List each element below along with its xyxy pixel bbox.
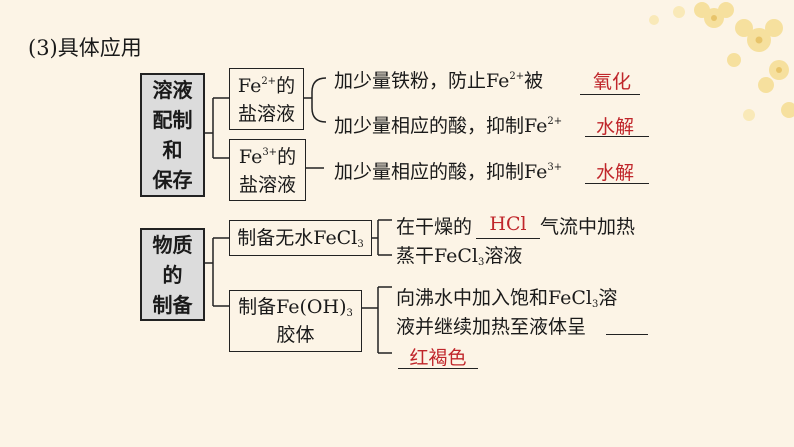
row4-line2: 蒸干FeCl3溶液 [396, 245, 523, 268]
row1-blank-line [580, 94, 640, 95]
category-line: 溶液 [152, 78, 193, 102]
fe3-salt-solution-box: Fe3+的 盐溶液 [229, 139, 306, 201]
row5-answer: 红褐色 [409, 347, 467, 369]
category-line: 保存 [152, 168, 193, 192]
row4-answer: HCl [489, 213, 527, 235]
row4-text-b: 气流中加热 [540, 216, 636, 238]
row5-line1: 向沸水中加入饱和FeCl3溶 [396, 287, 618, 310]
category-line: 和 [162, 138, 183, 162]
category-line: 配制 [152, 108, 193, 132]
row4-blank-line [476, 238, 540, 239]
anhydrous-fecl3-box: 制备无水FeCl3 [229, 220, 372, 256]
row5-line2: 液并继续加热至液体呈 [396, 316, 587, 338]
category-preparation: 物质 的 制备 [140, 228, 205, 321]
row5-blank-line [398, 368, 478, 369]
row5-blank-line-end [606, 334, 648, 335]
category-solution-prep: 溶液 配制 和 保存 [140, 73, 205, 197]
row2-text: 加少量相应的酸，抑制Fe2+ [334, 115, 563, 137]
row2-blank-line [585, 136, 649, 137]
row3-blank-line [585, 183, 649, 184]
row1-answer: 氧化 [592, 71, 631, 93]
row3-text: 加少量相应的酸，抑制Fe3+ [334, 161, 563, 183]
row4-text-a: 在干燥的 [396, 216, 473, 238]
row1-text: 加少量铁粉，防止Fe2+被 [334, 70, 544, 92]
category-line: 物质 [152, 232, 193, 257]
flower-decoration [649, 2, 794, 121]
category-line: 制备 [152, 292, 193, 317]
category-line: 的 [162, 262, 183, 287]
section-heading: (3)具体应用 [28, 36, 142, 60]
row3-answer: 水解 [595, 162, 634, 184]
fe2-salt-solution-box: Fe2+的 盐溶液 [229, 68, 304, 130]
row2-answer: 水解 [595, 116, 634, 138]
feoh3-colloid-box: 制备Fe(OH)3 胶体 [229, 290, 362, 352]
